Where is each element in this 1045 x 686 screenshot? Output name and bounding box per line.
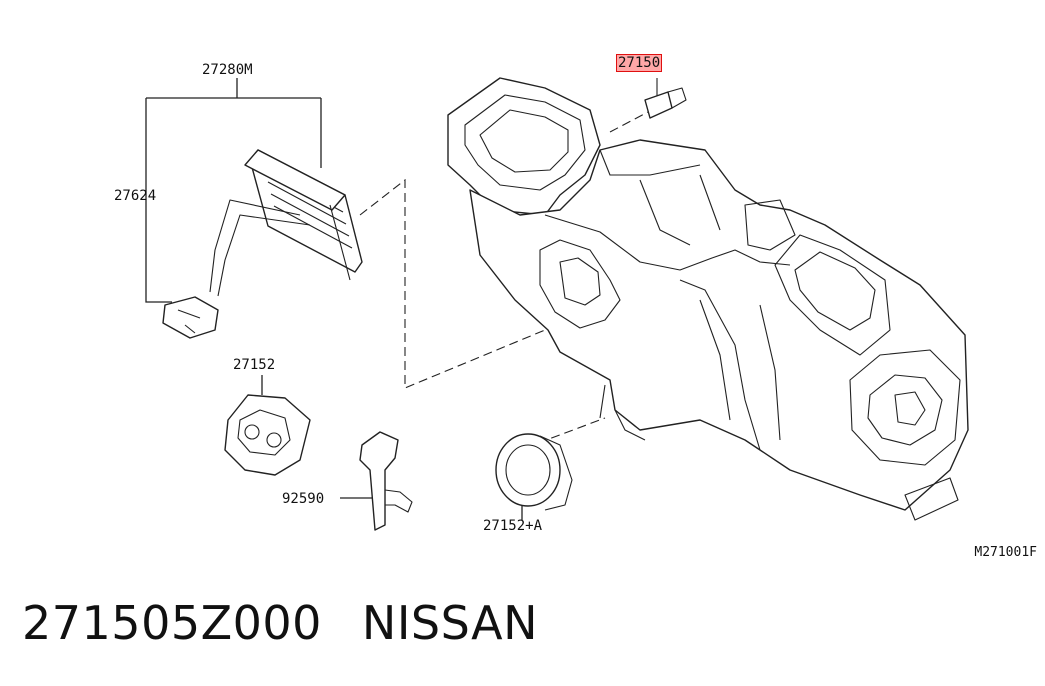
- callout-27150-highlighted[interactable]: 27150: [615, 54, 663, 72]
- brand-name: NISSAN: [361, 596, 539, 650]
- blower-grommet: [224, 375, 311, 476]
- callout-27280m: 27280M: [202, 62, 253, 78]
- hvac-unit-main: [447, 77, 969, 521]
- callout-27624: 27624: [114, 188, 157, 204]
- callout-92590: 92590: [282, 491, 325, 507]
- part-number: 271505Z000: [22, 596, 322, 650]
- bracket-92590: [340, 431, 413, 531]
- footer-caption: 271505Z000 NISSAN: [22, 596, 538, 650]
- blower-seal: [495, 433, 573, 520]
- callout-27152-a: 27152+A: [483, 518, 543, 534]
- evaporator-core: [162, 149, 363, 339]
- hvac-exploded-diagram: [145, 77, 969, 531]
- evaporator-kit-bracket: [145, 78, 322, 303]
- callout-27152: 27152: [233, 357, 276, 373]
- part-27150-pin: [644, 78, 687, 119]
- diagram-reference-code: M271001F: [974, 545, 1037, 560]
